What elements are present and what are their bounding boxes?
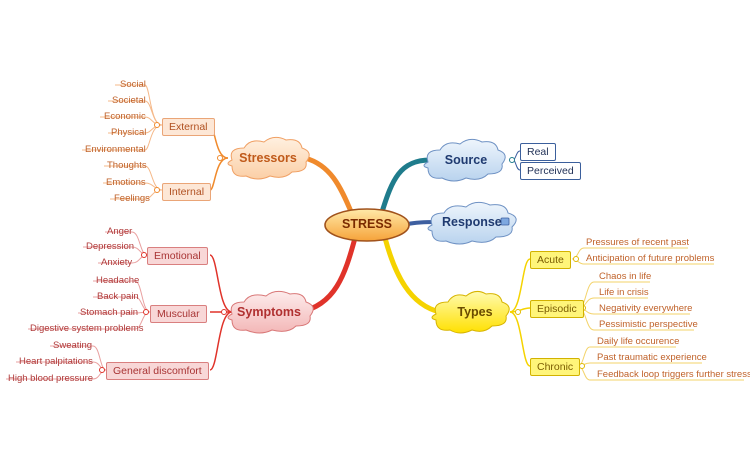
- leaf-environmental[interactable]: Environmental: [85, 144, 146, 155]
- leaf-negativity-everywhere[interactable]: Negativity everywhere: [599, 303, 693, 314]
- branch-types: [382, 235, 443, 315]
- branch-symptoms: [297, 235, 358, 315]
- leaf-stomach-pain[interactable]: Stomach pain: [80, 307, 139, 318]
- leaf-back-pain[interactable]: Back pain: [97, 291, 139, 302]
- leaf-societal[interactable]: Societal: [112, 95, 146, 106]
- leaf-high-blood-pressure[interactable]: High blood pressure: [8, 373, 94, 384]
- leaf-economic[interactable]: Economic: [104, 111, 146, 122]
- leaf-anticipation-of-future-problems[interactable]: Anticipation of future problems: [586, 253, 715, 264]
- branch-source: [379, 157, 433, 215]
- cloud-response: [427, 201, 517, 245]
- leaf-emotions[interactable]: Emotions: [106, 177, 146, 188]
- subtopic-perceived[interactable]: Perceived: [520, 162, 581, 180]
- leaf-social[interactable]: Social: [120, 79, 146, 90]
- leaf-digestive-system-problems[interactable]: Digestive system problems: [30, 323, 144, 334]
- leaf-anxiety[interactable]: Anxiety: [101, 257, 133, 268]
- subtopic-emotional[interactable]: Emotional: [147, 247, 208, 265]
- leaf-life-in-crisis[interactable]: Life in crisis: [599, 287, 649, 298]
- cloud-source: [423, 138, 506, 182]
- leaf-past-traumatic-experience[interactable]: Past traumatic experience: [597, 352, 707, 363]
- leaf-pressures-of-recent-past[interactable]: Pressures of recent past: [586, 237, 689, 248]
- leaf-physical[interactable]: Physical: [111, 127, 147, 138]
- topic-stressors[interactable]: Stressors: [239, 151, 297, 165]
- subtopic-acute[interactable]: Acute: [530, 251, 571, 269]
- leaf-depression[interactable]: Depression: [86, 241, 135, 252]
- leaf-sweating[interactable]: Sweating: [53, 340, 93, 351]
- note-icon[interactable]: [500, 217, 510, 226]
- subtopic-muscular[interactable]: Muscular: [150, 305, 207, 323]
- cloud-symptoms: [227, 290, 314, 334]
- topic-symptoms[interactable]: Symptoms: [237, 305, 301, 319]
- topic-response[interactable]: Response: [442, 215, 502, 229]
- topic-types[interactable]: Types: [457, 305, 493, 319]
- subtopic-episodic[interactable]: Episodic: [530, 300, 584, 318]
- subtopic-real[interactable]: Real: [520, 143, 556, 161]
- subtopic-internal[interactable]: Internal: [162, 183, 212, 201]
- leaf-feedback-loop-triggers-further-stress[interactable]: Feedback loop triggers further stress: [597, 369, 750, 380]
- cloud-types: [431, 290, 510, 334]
- subtopic-general-discomfort[interactable]: General discomfort: [106, 362, 209, 380]
- leaf-thoughts[interactable]: Thoughts: [107, 160, 147, 171]
- cloud-stressors: [227, 136, 310, 180]
- leaf-heart-palpitations[interactable]: Heart palpitations: [19, 356, 93, 367]
- branch-stressors: [302, 155, 355, 217]
- leaf-anger[interactable]: Anger: [107, 226, 133, 237]
- leaf-daily-life-occurence[interactable]: Daily life occurence: [597, 336, 680, 347]
- leaf-feelings[interactable]: Feelings: [114, 193, 150, 204]
- topic-source[interactable]: Source: [444, 153, 488, 167]
- center-label[interactable]: STRESS: [341, 217, 392, 231]
- leaf-headache[interactable]: Headache: [96, 275, 140, 286]
- center-node: [324, 208, 410, 242]
- leaf-chaos-in-life[interactable]: Chaos in life: [599, 271, 652, 282]
- leaf-pessimistic-perspective[interactable]: Pessimistic perspective: [599, 319, 698, 330]
- subtopic-chronic[interactable]: Chronic: [530, 358, 581, 376]
- subtopic-external[interactable]: External: [162, 118, 215, 136]
